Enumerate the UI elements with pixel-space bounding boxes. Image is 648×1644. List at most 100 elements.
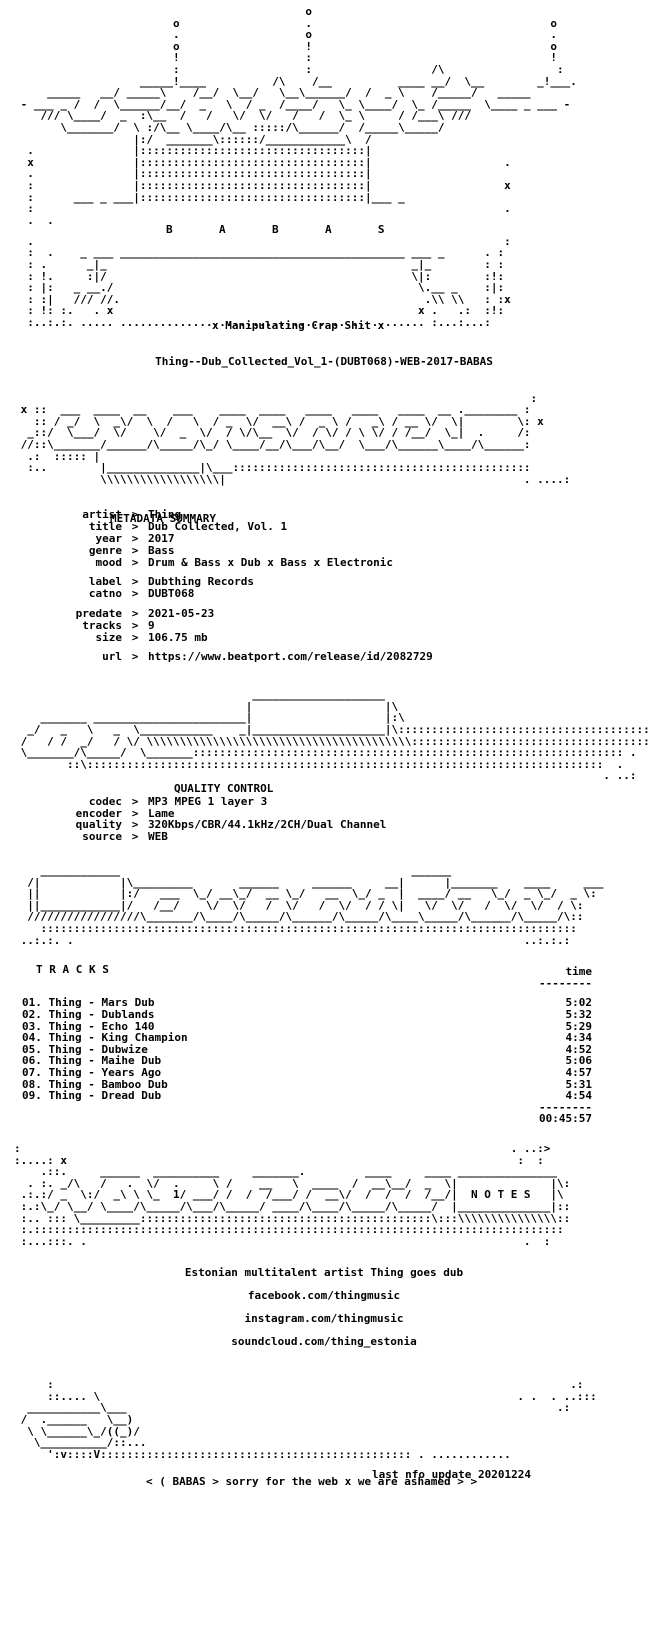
metadata-separator: > bbox=[131, 630, 139, 644]
metadata-value: 9 bbox=[148, 618, 155, 632]
metadata-key: genre bbox=[88, 543, 122, 557]
track-name: 04. Thing - King Champion bbox=[22, 1031, 188, 1045]
metadata-value: 2021-05-23 bbox=[148, 606, 215, 620]
metadata-key: url bbox=[102, 650, 122, 664]
metadata-key: predate bbox=[75, 606, 122, 620]
track-time: 4:34 bbox=[565, 1031, 593, 1045]
babas-letters: B A B A S bbox=[166, 223, 385, 237]
metadata-row: mood > Drum & Bass x Dub x Bass x Electron… bbox=[14, 555, 634, 569]
track-time: 4:57 bbox=[565, 1065, 593, 1079]
metadata-key: year bbox=[95, 531, 123, 545]
quality-key: encoder bbox=[75, 806, 122, 820]
metadata-key: tracks bbox=[82, 618, 122, 632]
metadata-separator: > bbox=[131, 520, 139, 534]
quality-value: WEB bbox=[148, 830, 168, 844]
metadata-row: url > https://www.beatport.com/release/id/… bbox=[14, 651, 634, 663]
quality-separator: > bbox=[131, 830, 139, 844]
quality-title: QUALITY CONTROL bbox=[174, 782, 274, 795]
track-row: 04. Thing - King Champion 4:34 bbox=[22, 1032, 592, 1044]
metadata-separator: > bbox=[131, 606, 139, 620]
metadata-row: tracks >9 bbox=[14, 618, 634, 632]
time-header: time bbox=[565, 965, 593, 979]
track-row: 07. Thing - Years Ago 4:57 bbox=[22, 1067, 592, 1079]
metadata-value: Bass bbox=[148, 543, 175, 557]
metadata-value: Dubthing Records bbox=[148, 575, 254, 589]
quality-value: Lame bbox=[148, 806, 175, 820]
metadata-separator: > bbox=[131, 575, 139, 589]
metadata-key: size bbox=[95, 630, 123, 644]
quality-key: codec bbox=[88, 794, 122, 808]
tagline: x Manipulating Crap Shit x bbox=[212, 319, 385, 332]
track-name: 07. Thing - Years Ago bbox=[22, 1065, 162, 1079]
total-underline: -------- bbox=[539, 1100, 592, 1114]
metadata-row: title > Dub Collected, Vol. 1 bbox=[14, 521, 634, 533]
footer-message: < ( BABAS > sorry for the web x we are a… bbox=[146, 1475, 478, 1488]
metadata-key: mood bbox=[95, 555, 123, 569]
notes-banner-art: : . ..:> :....: x : : .::. ______ ______… bbox=[14, 1141, 571, 1248]
tracks-banner-art: ____________ ______ /| |\_________ _____… bbox=[20, 864, 604, 947]
time-underline: -------- bbox=[539, 976, 592, 990]
track-name: 03. Thing - Echo 140 bbox=[22, 1019, 155, 1033]
track-name: 02. Thing - Dublands bbox=[22, 1008, 155, 1022]
metadata-banner-art: : x :: ___ ____ __ ___ ____ ____ ____ __… bbox=[20, 391, 544, 463]
quality-row: codec>MP3 MPEG 1 layer 3 bbox=[14, 794, 634, 808]
metadata-row: label > Dubthing Records bbox=[14, 576, 634, 588]
note-line: instagram.com/thingmusic bbox=[244, 1312, 404, 1326]
track-name: 05. Thing - Dubwize bbox=[22, 1042, 148, 1056]
track-name: 01. Thing - Mars Dub bbox=[22, 996, 155, 1010]
header-logo-art: o o . o . o bbox=[20, 5, 577, 227]
track-name: 09. Thing - Dread Dub bbox=[22, 1089, 162, 1103]
quality-banner-art: ____________________ | |\ _______ ______… bbox=[20, 688, 648, 783]
metadata-row: year >2017 bbox=[14, 533, 634, 545]
metadata-key: label bbox=[88, 575, 122, 589]
quality-row: encoder>Lame bbox=[14, 806, 634, 820]
quality-value: 320Kbps/CBR/44.1kHz/2CH/Dual Channel bbox=[148, 818, 387, 832]
metadata-value: Thing bbox=[148, 508, 182, 522]
footer-art-2: \ \______\_/((_)/ \__________/::... ':v:… bbox=[27, 1424, 511, 1461]
metadata-row: predate >2021-05-23 bbox=[14, 608, 634, 620]
metadata-value: Drum & Bass x Dub x Bass x Electronic bbox=[148, 555, 394, 569]
quality-key: source bbox=[82, 830, 122, 844]
metadata-key: title bbox=[88, 520, 122, 534]
metadata-separator: > bbox=[131, 618, 139, 632]
metadata-separator: > bbox=[131, 555, 139, 569]
metadata-separator: > bbox=[131, 650, 139, 664]
quality-row: source > WEB bbox=[14, 831, 634, 843]
metadata-value: 106.75 mb bbox=[148, 630, 208, 644]
footer-art: : .: ::.... \ . . . ..::: ___________\__… bbox=[20, 1378, 597, 1427]
metadata-separator: > bbox=[131, 508, 139, 522]
track-name: 08. Thing - Bamboo Dub bbox=[22, 1077, 168, 1091]
metadata-row: catno>DUBT068 bbox=[14, 588, 634, 600]
metadata-row: size >106.75 mb bbox=[14, 630, 634, 644]
header-frame-art: . : : . _ ___ __________________________… bbox=[27, 234, 511, 330]
tracks-title: T R A C K S bbox=[36, 963, 109, 976]
metadata-row: genre > Bass bbox=[14, 543, 634, 557]
track-row: 03. Thing - Echo 140 5:29 bbox=[22, 1021, 592, 1033]
metadata-value: https://www.beatport.com/release/id/2082… bbox=[148, 650, 433, 664]
metadata-separator: > bbox=[131, 531, 139, 545]
quality-value: MP3 MPEG 1 layer 3 bbox=[148, 794, 268, 808]
metadata-title: METADATA SUMMARY bbox=[110, 512, 216, 525]
note-line: Estonian multitalent artist Thing goes d… bbox=[184, 1266, 464, 1280]
metadata-value: Dub Collected, Vol. 1 bbox=[148, 520, 288, 534]
track-row: 09. Thing - Dread Dub 4:54 bbox=[22, 1090, 592, 1102]
metadata-key: artist bbox=[82, 508, 122, 522]
note-line: facebook.com/thingmusic bbox=[247, 1289, 401, 1303]
track-time: 4:54 bbox=[565, 1089, 593, 1103]
quality-key: quality bbox=[75, 818, 122, 832]
metadata-value: 2017 bbox=[148, 531, 175, 545]
track-name: 06. Thing - Maihe Dub bbox=[22, 1054, 162, 1068]
track-time: 5:06 bbox=[565, 1054, 593, 1068]
metadata-banner-art-2: :.. |______________|\___::::::::::::::::… bbox=[27, 461, 571, 486]
track-time: 5:29 bbox=[565, 1019, 593, 1033]
metadata-row: artist > Thing bbox=[14, 509, 634, 521]
metadata-separator: > bbox=[131, 543, 139, 557]
track-row: 06. Thing - Maihe Dub 5:06 bbox=[22, 1055, 592, 1067]
